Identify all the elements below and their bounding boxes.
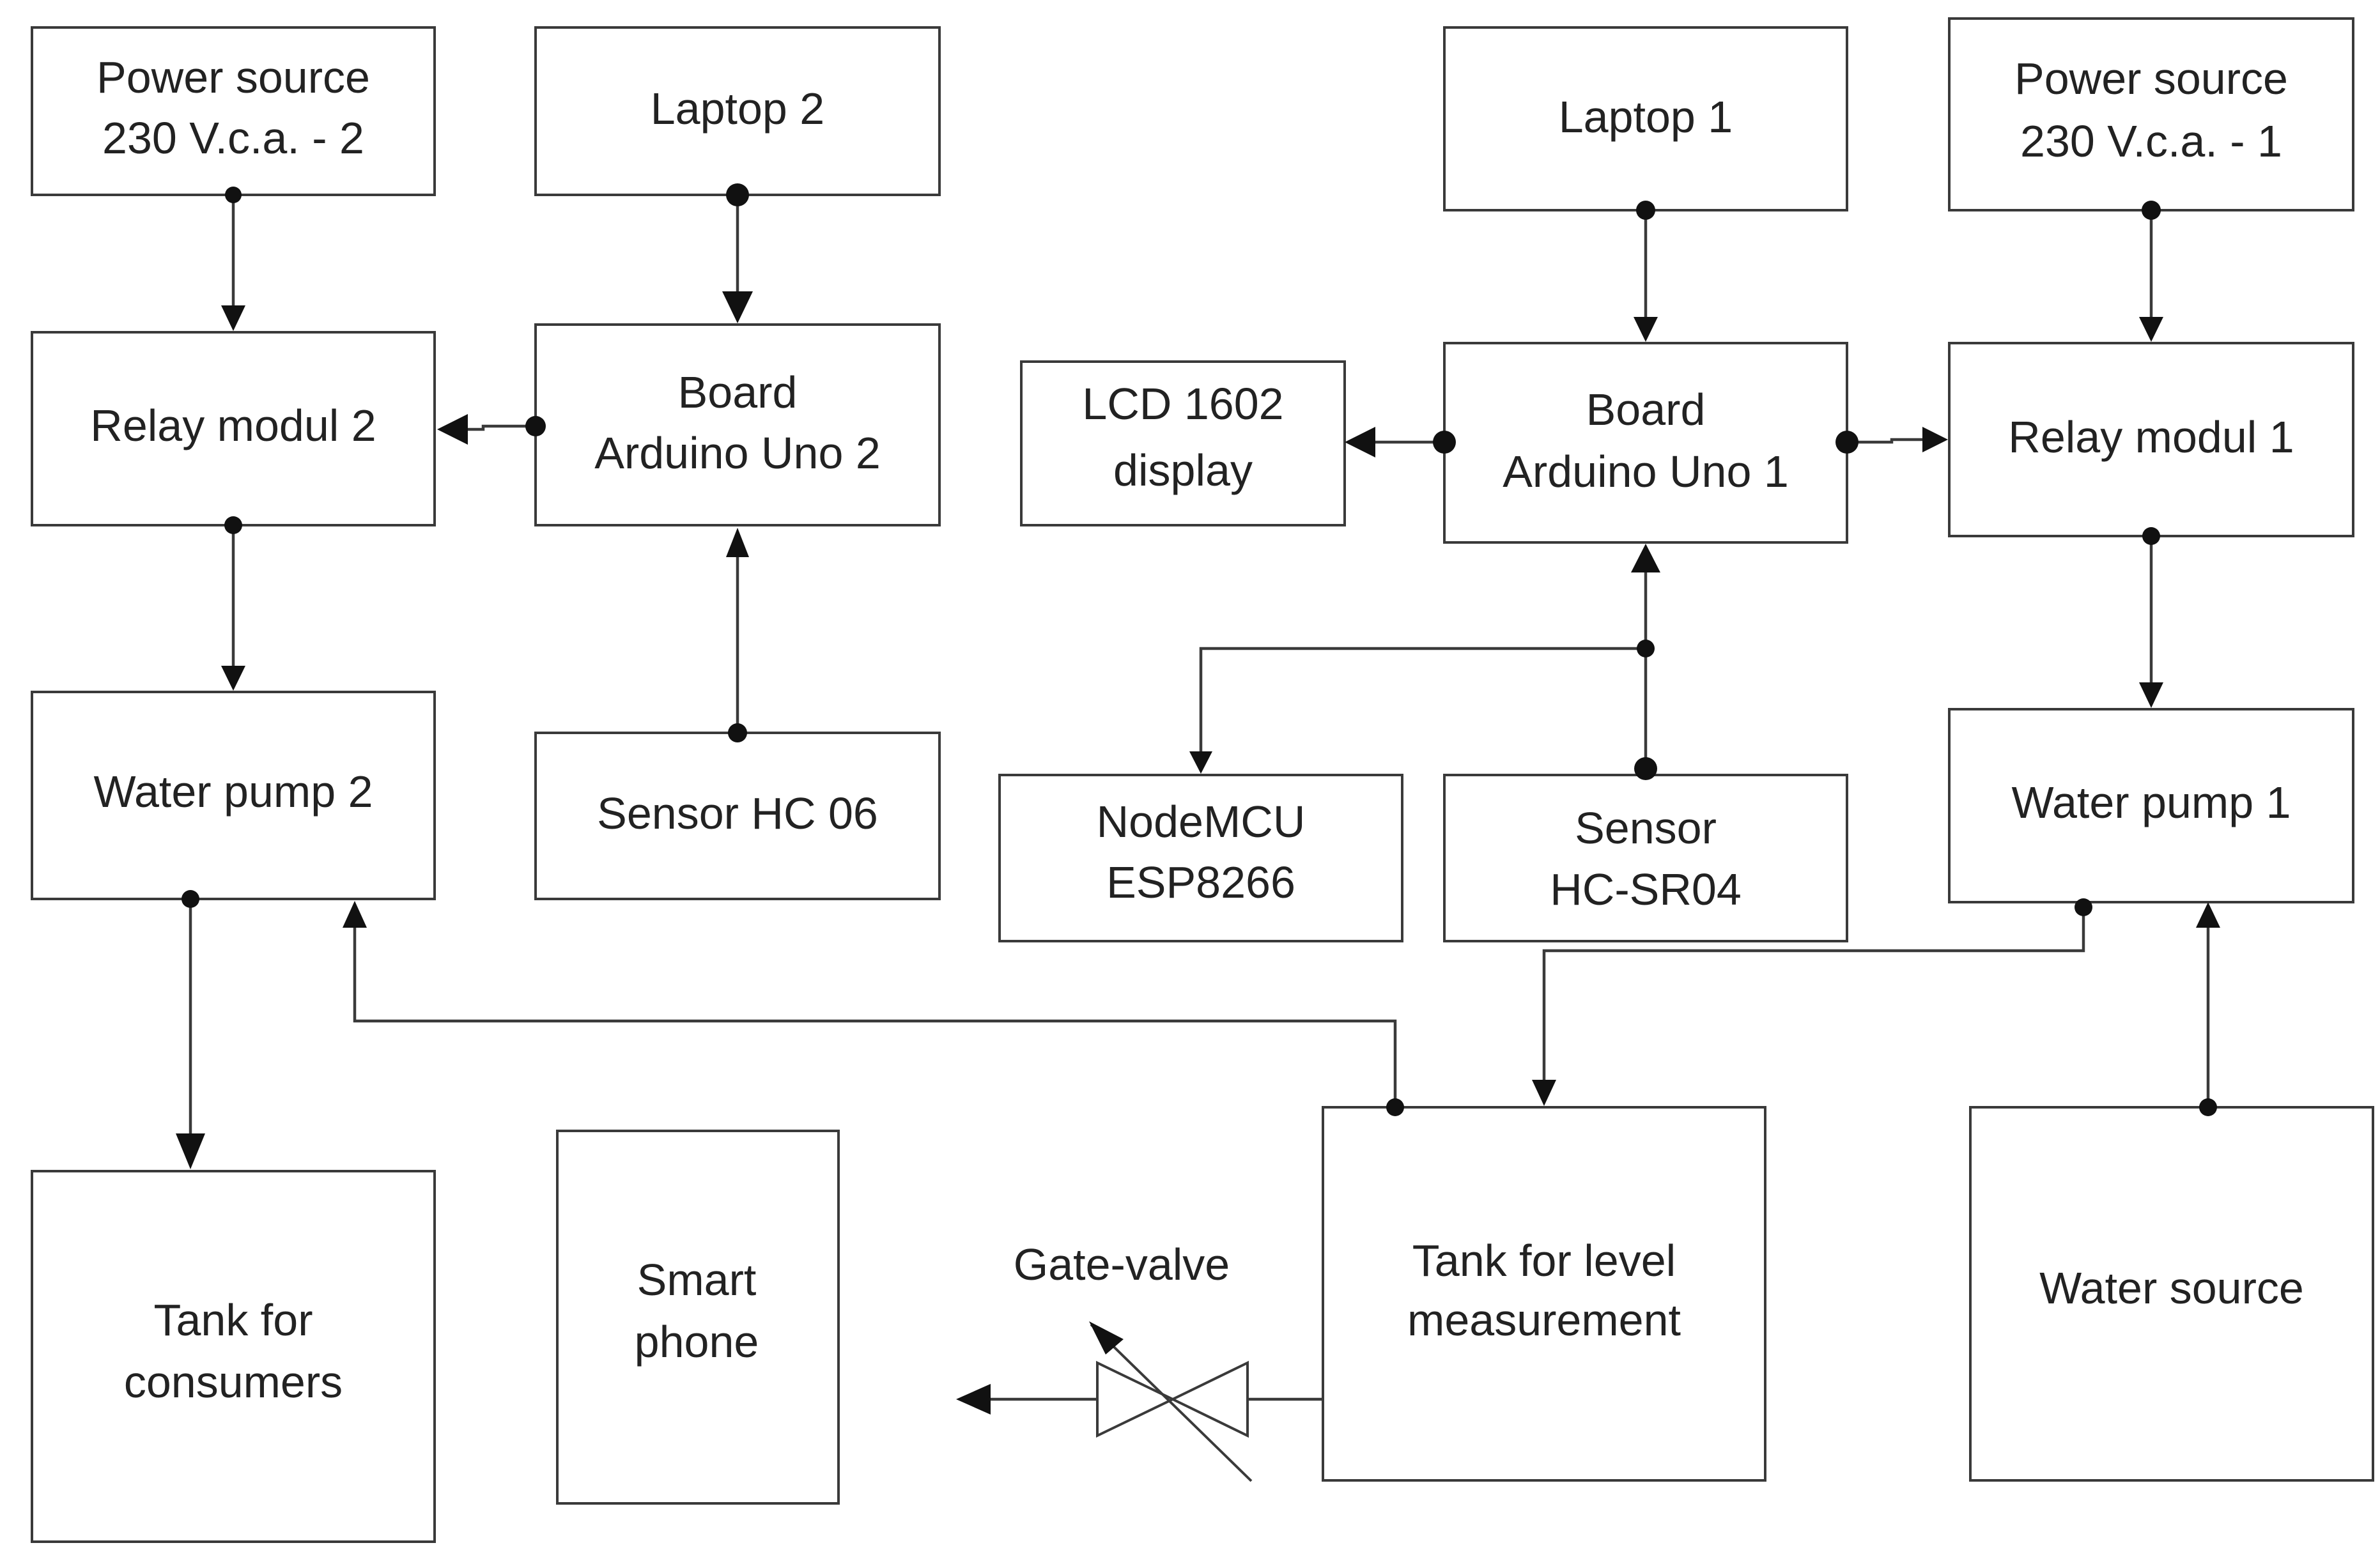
arrow-head (343, 901, 367, 928)
arrow-head (1532, 1080, 1556, 1106)
arrow-head (956, 1384, 991, 1415)
junction-dot (182, 890, 199, 908)
lcd-1602-display-block: LCD 1602 display (1020, 360, 1346, 526)
connector-relay1-pump1 (2139, 527, 2163, 708)
sensor-hc-sr04-block: Sensor HC-SR04 (1443, 774, 1848, 942)
water-pump-1-block: Water pump 1 (1948, 708, 2354, 903)
connector-arduino1-lcd (1345, 427, 1456, 457)
power-source-1-block: Power source 230 V.c.a. - 1 (1948, 17, 2354, 211)
nodemcu-esp8266-line-1: NodeMCU (1097, 797, 1306, 847)
smart-phone-line-1: Smart (637, 1255, 757, 1305)
arrow-head (726, 528, 749, 557)
arduino-uno-2-line-1: Board (678, 367, 798, 417)
junction-dot (2075, 898, 2092, 916)
gate-valve-icon (1089, 1321, 1253, 1482)
relay-modul-1-label: Relay modul 1 (2008, 412, 2294, 462)
connector-relay2-pump2 (221, 516, 245, 691)
relay-modul-1-block: Relay modul 1 (1948, 342, 2354, 537)
junction-dot (1386, 1098, 1404, 1116)
arrow-head (221, 305, 245, 331)
connector-pump1-tank-level (1532, 898, 2092, 1106)
arrow-head (1922, 427, 1948, 452)
sensor-hc06-label: Sensor HC 06 (597, 788, 878, 838)
arrow-head (1631, 544, 1660, 572)
power-source-2-line-1: Power source (97, 52, 370, 102)
sensor-hc-sr04-line-1: Sensor (1575, 803, 1717, 853)
arrow-head (1634, 317, 1658, 342)
arrow-head (722, 291, 753, 323)
tank-for-level-line-2: measurement (1407, 1295, 1681, 1345)
arrow-head (437, 414, 468, 445)
lcd-1602-display-line-2: display (1113, 445, 1253, 495)
smart-phone-block: Smart phone (556, 1130, 840, 1505)
arrow-head (221, 666, 245, 691)
nodemcu-esp8266-block: NodeMCU ESP8266 (998, 774, 1403, 942)
sensor-hc-sr04-line-2: HC-SR04 (1550, 864, 1742, 914)
outlet-pipe (956, 1384, 1323, 1415)
arrow-head (1345, 427, 1375, 457)
gate-valve-label: Gate-valve (1014, 1240, 1230, 1289)
connector-power1-relay1 (2139, 201, 2163, 342)
arrow-head (2139, 317, 2163, 342)
junction-dot (2199, 1098, 2217, 1116)
junction-dot (1634, 757, 1657, 780)
arduino-uno-2-block: Board Arduino Uno 2 (534, 323, 941, 526)
arrow-head (2196, 902, 2220, 928)
tank-for-consumers-block: Tank for consumers (31, 1170, 436, 1543)
connector-tank-level-pump2 (343, 901, 1404, 1116)
smart-phone-line-2: phone (635, 1317, 759, 1367)
junction-dot (2142, 527, 2160, 545)
junction-dot (1835, 431, 1858, 454)
water-pump-2-label: Water pump 2 (93, 767, 373, 817)
junction-dot (2142, 201, 2161, 220)
laptop-2-block: Laptop 2 (534, 26, 941, 196)
connector-laptop2-arduino2 (722, 183, 753, 323)
junction-dot (525, 416, 546, 436)
power-source-1-line-1: Power source (2014, 54, 2288, 104)
junction-dot (728, 723, 747, 742)
junction-dot (224, 516, 242, 534)
power-source-2-block: Power source 230 V.c.a. - 2 (31, 26, 436, 196)
tank-for-consumers-line-2: consumers (124, 1357, 343, 1407)
water-pump-1-label: Water pump 1 (2011, 778, 2291, 827)
power-source-2-line-2: 230 V.c.a. - 2 (102, 113, 364, 163)
tank-for-level-measurement-block: Tank for level measurement (1322, 1106, 1766, 1482)
connector-arduino1-relay1 (1835, 427, 1948, 454)
relay-modul-2-label: Relay modul 2 (90, 401, 376, 450)
power-source-1-line-2: 230 V.c.a. - 1 (2020, 116, 2282, 166)
junction-dot (1636, 201, 1655, 220)
connector-arduino2-relay2 (437, 414, 546, 445)
water-source-block: Water source (1969, 1106, 2374, 1482)
connector-hcsr04-arduino1-nodemcu (1189, 544, 1660, 780)
junction-dot (1433, 431, 1456, 454)
water-pump-2-block: Water pump 2 (31, 691, 436, 900)
connector-laptop1-arduino1 (1634, 201, 1658, 342)
arduino-uno-1-line-2: Arduino Uno 1 (1503, 447, 1789, 496)
connector-power2-relay2 (221, 187, 245, 331)
tank-for-consumers-line-1: Tank for (154, 1295, 313, 1345)
junction-dot (726, 183, 749, 206)
lcd-1602-display-line-1: LCD 1602 (1082, 379, 1283, 429)
junction-dot (1637, 640, 1655, 657)
nodemcu-esp8266-line-2: ESP8266 (1106, 857, 1295, 907)
laptop-2-label: Laptop 2 (651, 84, 824, 134)
arduino-uno-1-block: Board Arduino Uno 1 (1443, 342, 1848, 544)
connector-water-source-pump1 (2196, 902, 2220, 1116)
relay-modul-2-block: Relay modul 2 (31, 331, 436, 526)
arrow-head (176, 1133, 205, 1169)
junction-dot (225, 187, 242, 203)
arrow-head (2139, 682, 2163, 708)
connector-hc06-arduino2 (726, 528, 749, 742)
arduino-uno-2-line-2: Arduino Uno 2 (594, 428, 881, 478)
water-source-label: Water source (2039, 1263, 2304, 1313)
tank-for-level-line-1: Tank for level (1412, 1236, 1676, 1286)
laptop-1-block: Laptop 1 (1443, 26, 1848, 211)
laptop-1-label: Laptop 1 (1559, 92, 1733, 142)
arrow-head (1189, 751, 1212, 774)
sensor-hc06-block: Sensor HC 06 (534, 732, 941, 900)
connector-pump2-tank-consumers (176, 890, 205, 1169)
arduino-uno-1-line-1: Board (1586, 385, 1706, 434)
